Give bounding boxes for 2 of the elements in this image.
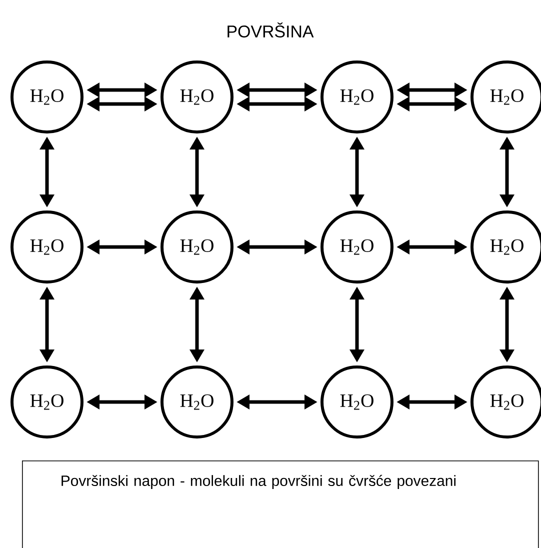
caption-box: Površinski napon - molekuli na površini su čvršće povezani: [22, 460, 539, 548]
title: POVRŠINA: [228, 22, 314, 38]
